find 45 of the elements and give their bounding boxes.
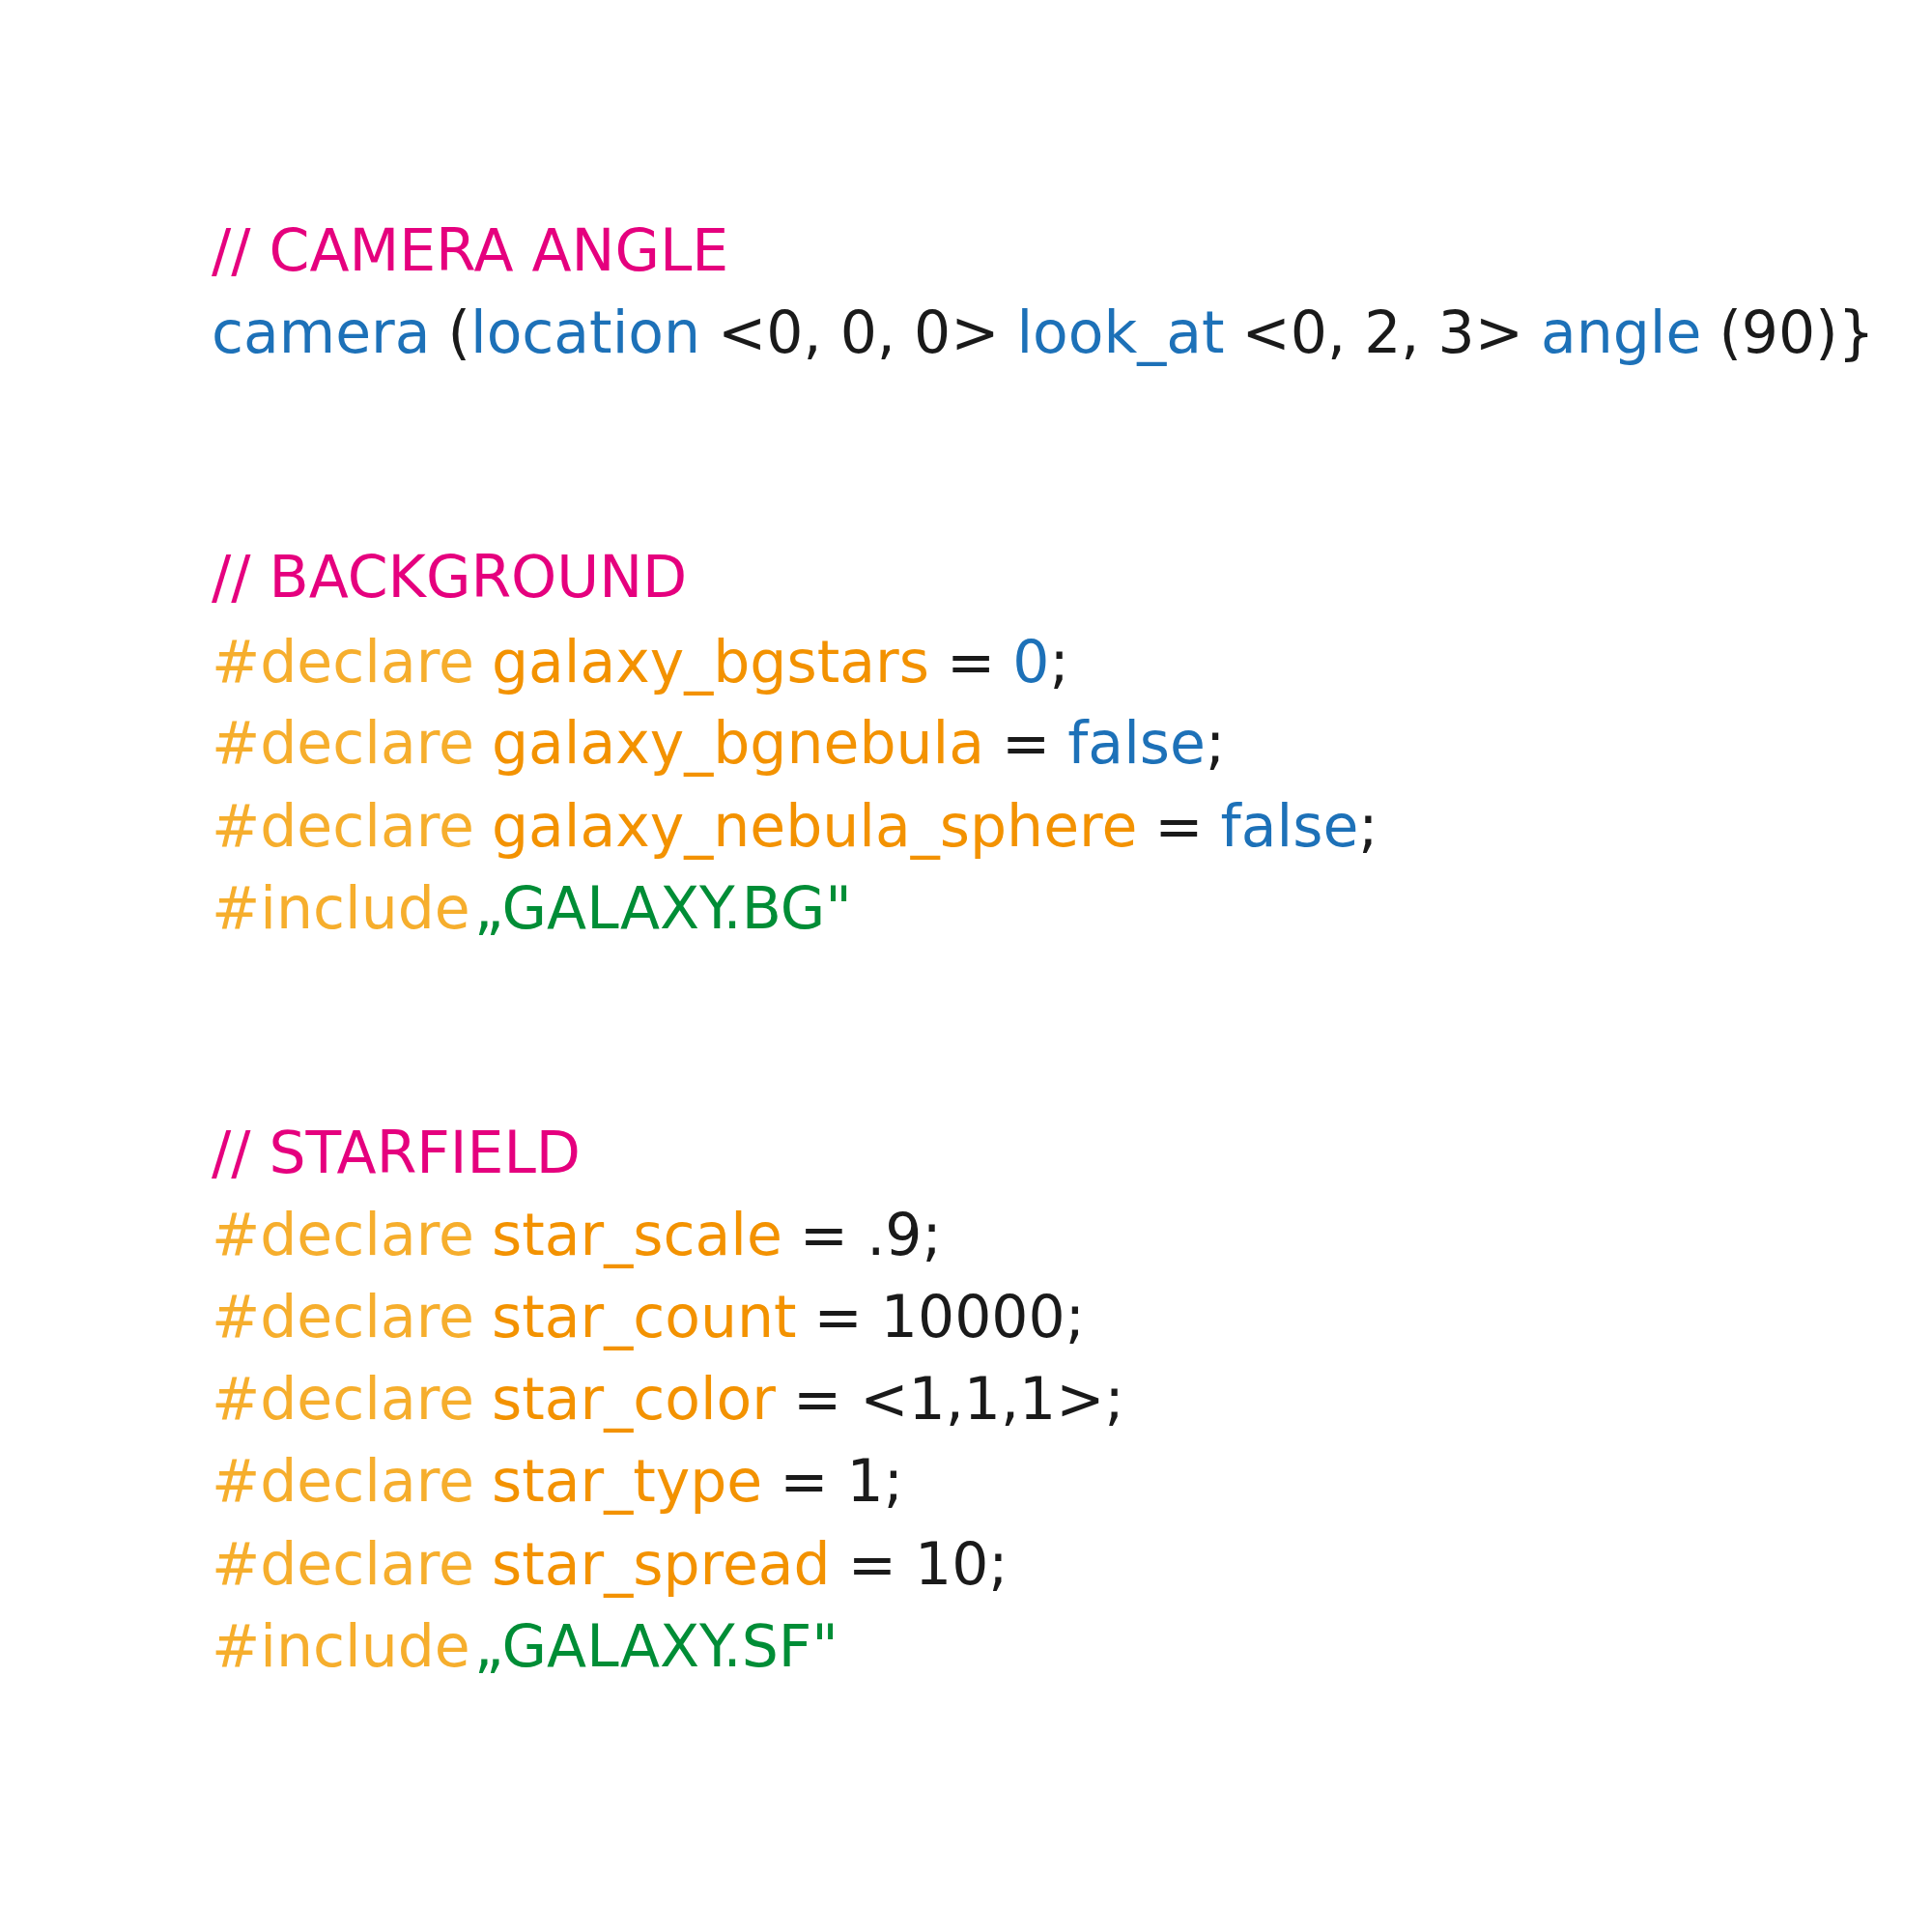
code-string: „GALAXY.BG" bbox=[473, 873, 852, 944]
code-text: = bbox=[946, 627, 996, 697]
code-text: ( bbox=[447, 298, 470, 368]
code-text: = <1,1,1>; bbox=[792, 1364, 1124, 1435]
code-value: false bbox=[1220, 791, 1359, 862]
code-keyword: look_at bbox=[1016, 298, 1225, 368]
code-comment: // CAMERA ANGLE bbox=[212, 215, 729, 286]
code-variable: star_spread bbox=[491, 1529, 831, 1600]
code-directive: #include bbox=[212, 873, 470, 944]
code-text: <0, 2, 3> bbox=[1241, 298, 1523, 368]
code-directive: #declare bbox=[212, 791, 474, 862]
code-variable: galaxy_bgnebula bbox=[491, 708, 984, 779]
code-string: „GALAXY.SF" bbox=[473, 1611, 838, 1682]
code-keyword: camera bbox=[212, 298, 431, 368]
code-directive: #declare bbox=[212, 1529, 474, 1600]
code-value: 0 bbox=[1012, 627, 1050, 697]
code-directive: #declare bbox=[212, 708, 474, 779]
code-directive: #declare bbox=[212, 1282, 474, 1352]
code-text: ; bbox=[1358, 791, 1378, 862]
code-directive: #declare bbox=[212, 627, 474, 697]
code-text: = 10000; bbox=[813, 1282, 1085, 1352]
code-comment: // BACKGROUND bbox=[212, 542, 688, 612]
code-text: <0, 0, 0> bbox=[718, 298, 1000, 368]
code-variable: star_type bbox=[491, 1446, 763, 1517]
code-text: = bbox=[1154, 791, 1204, 862]
code-directive: #declare bbox=[212, 1446, 474, 1517]
code-text: = 1; bbox=[780, 1446, 903, 1517]
code-variable: star_count bbox=[491, 1282, 797, 1352]
code-value: false bbox=[1067, 708, 1206, 779]
code-text: = bbox=[1001, 708, 1051, 779]
code-variable: star_color bbox=[491, 1364, 776, 1435]
code-directive: #include bbox=[212, 1611, 470, 1682]
code-variable: galaxy_bgstars bbox=[491, 627, 929, 697]
code-keyword: location bbox=[470, 298, 701, 368]
code-text: = .9; bbox=[799, 1200, 942, 1270]
code-text: (90)} bbox=[1719, 298, 1875, 368]
code-text: = 10; bbox=[847, 1529, 1009, 1600]
code-variable: star_scale bbox=[491, 1200, 782, 1270]
code-variable: galaxy_nebula_sphere bbox=[491, 791, 1138, 862]
code-directive: #declare bbox=[212, 1200, 474, 1270]
code-text: ; bbox=[1205, 708, 1226, 779]
code-directive: #declare bbox=[212, 1364, 474, 1435]
code-keyword: angle bbox=[1540, 298, 1702, 368]
code-text: ; bbox=[1049, 627, 1069, 697]
code-comment: // STARFIELD bbox=[212, 1118, 582, 1188]
